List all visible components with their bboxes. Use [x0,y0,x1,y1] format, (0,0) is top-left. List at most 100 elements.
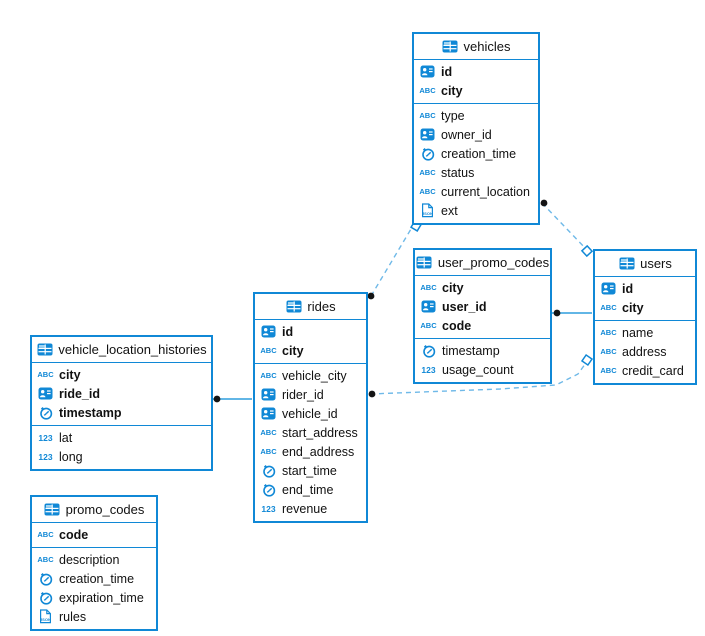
table-icon [416,256,433,269]
relation-vehicles-to-users [541,202,589,252]
table-icon [36,343,53,356]
field-name: timestamp [442,343,500,358]
field-row-address[interactable]: ABC address [595,342,695,361]
table-header-rides[interactable]: rides [255,294,366,320]
table-header-user_promo_codes[interactable]: user_promo_codes [415,250,550,276]
field-name: address [622,344,667,359]
field-row-user_id[interactable]: user_id [415,297,550,316]
field-name: code [442,318,472,333]
field-name: id [441,64,453,79]
table-icon [618,257,635,270]
field-row-owner_id[interactable]: owner_id [414,125,538,144]
field-row-rider_id[interactable]: rider_id [255,385,366,404]
field-row-timestamp[interactable]: timestamp [415,341,550,360]
field-row-expiration_time[interactable]: expiration_time [32,588,156,607]
field-row-id[interactable]: id [595,279,695,298]
field-name: timestamp [59,405,122,420]
field-row-timestamp[interactable]: timestamp [32,403,211,422]
field-row-ride_id[interactable]: ride_id [32,384,211,403]
json-document-icon: JSON [37,609,54,624]
field-name: ext [441,203,458,218]
abc-text-type-icon: ABC [260,346,277,355]
field-name: id [622,281,634,296]
foreign-key-end-dot-vehicle_location_histories-to-rides [213,395,221,403]
table-name: vehicles [463,39,511,54]
table-header-promo_codes[interactable]: promo_codes [32,497,156,523]
abc-text-type-icon: ABC [600,347,617,356]
field-name: expiration_time [59,590,144,605]
field-row-id[interactable]: id [255,322,366,341]
field-name: ride_id [59,386,100,401]
field-name: long [59,449,83,464]
abc-text-type-icon: ABC [419,187,436,196]
field-row-current_location[interactable]: ABC current_location [414,182,538,201]
field-row-rules[interactable]: JSON rules [32,607,156,626]
field-name: rider_id [282,387,324,402]
field-row-creation_time[interactable]: creation_time [32,569,156,588]
table-icon [285,300,302,313]
id-badge-icon [260,388,277,401]
field-name: user_id [442,299,487,314]
field-row-start_time[interactable]: start_time [255,461,366,480]
field-name: lat [59,430,73,445]
field-name: revenue [282,501,328,516]
field-row-end_time[interactable]: end_time [255,480,366,499]
abc-text-type-icon: ABC [600,366,617,375]
abc-text-type-icon: ABC [419,168,436,177]
field-name: type [441,108,465,123]
field-name: start_address [282,425,358,440]
field-name: city [59,367,81,382]
table-name: user_promo_codes [437,255,550,270]
field-name: owner_id [441,127,492,142]
table-name: vehicle_location_histories [58,342,207,357]
table-header-users[interactable]: users [595,251,695,277]
field-row-vehicle_id[interactable]: vehicle_id [255,404,366,423]
table-header-vehicles[interactable]: vehicles [414,34,538,60]
field-name: rules [59,609,87,624]
field-row-creation_time[interactable]: creation_time [414,144,538,163]
abc-text-type-icon: ABC [260,371,277,380]
field-name: current_location [441,184,530,199]
json-document-icon: JSON [419,203,436,218]
id-badge-icon [420,300,437,313]
foreign-key-end-dot-rides-to-vehicles [367,292,375,300]
field-row-id[interactable]: id [414,62,538,81]
table-header-vehicle_location_histories[interactable]: vehicle_location_histories [32,337,211,363]
foreign-key-end-dot-vehicles-to-users [540,199,548,207]
field-row-ext[interactable]: JSON ext [414,201,538,220]
id-badge-icon [600,282,617,295]
field-name: end_address [282,444,355,459]
field-name: name [622,325,654,340]
abc-text-type-icon: ABC [419,86,436,95]
